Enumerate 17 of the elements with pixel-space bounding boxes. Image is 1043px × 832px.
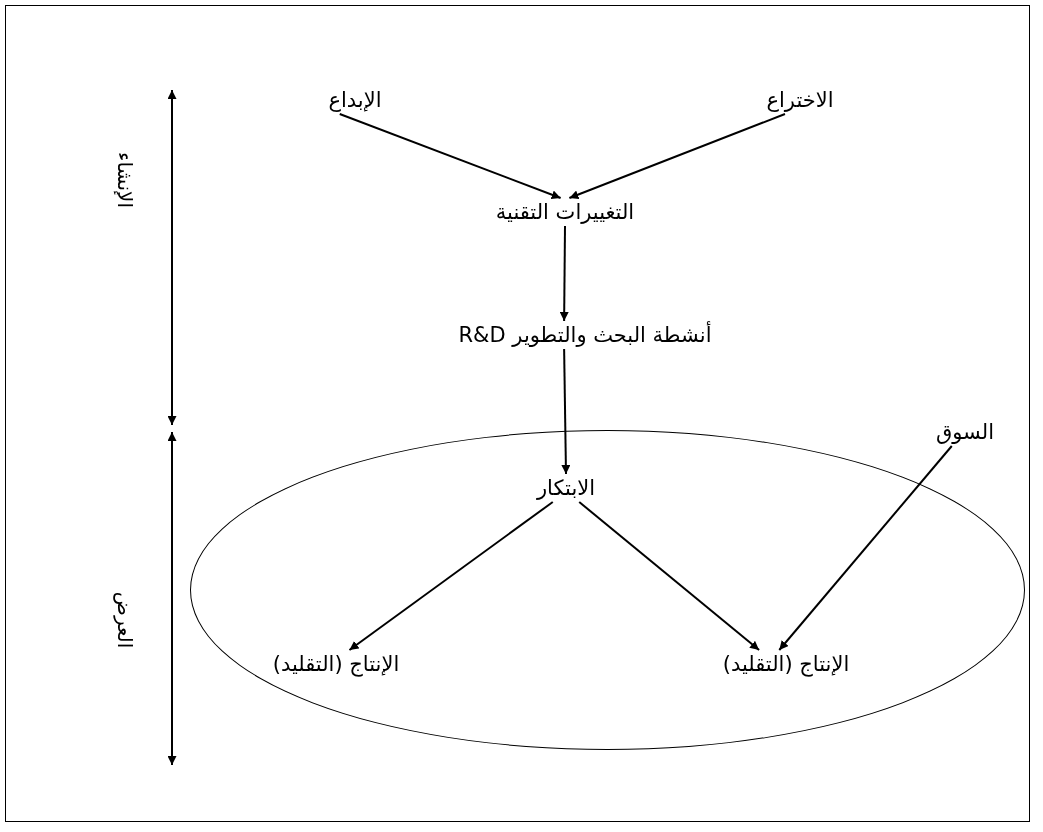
phase-label: الإنشاء [113,152,137,208]
node-label: الإبداع [324,86,386,114]
node-label: الإنتاج (التقليد) [268,650,404,678]
node-label: الاختراع [762,86,838,114]
phase-label: العرض [113,591,137,649]
arrow [578,501,761,651]
node-label: السوق [931,418,999,446]
node-label: التغييرات التقنية [491,198,639,226]
arrow [778,445,953,651]
node-label: الإنتاج (التقليد) [718,650,854,678]
arrow [338,113,562,199]
arrow [568,113,786,199]
node-label: الابتكار [532,474,600,502]
arrow [348,501,554,651]
arrow [561,348,571,475]
node-label: أنشطة البحث والتطوير R&D [454,321,716,349]
arrow [559,225,569,322]
